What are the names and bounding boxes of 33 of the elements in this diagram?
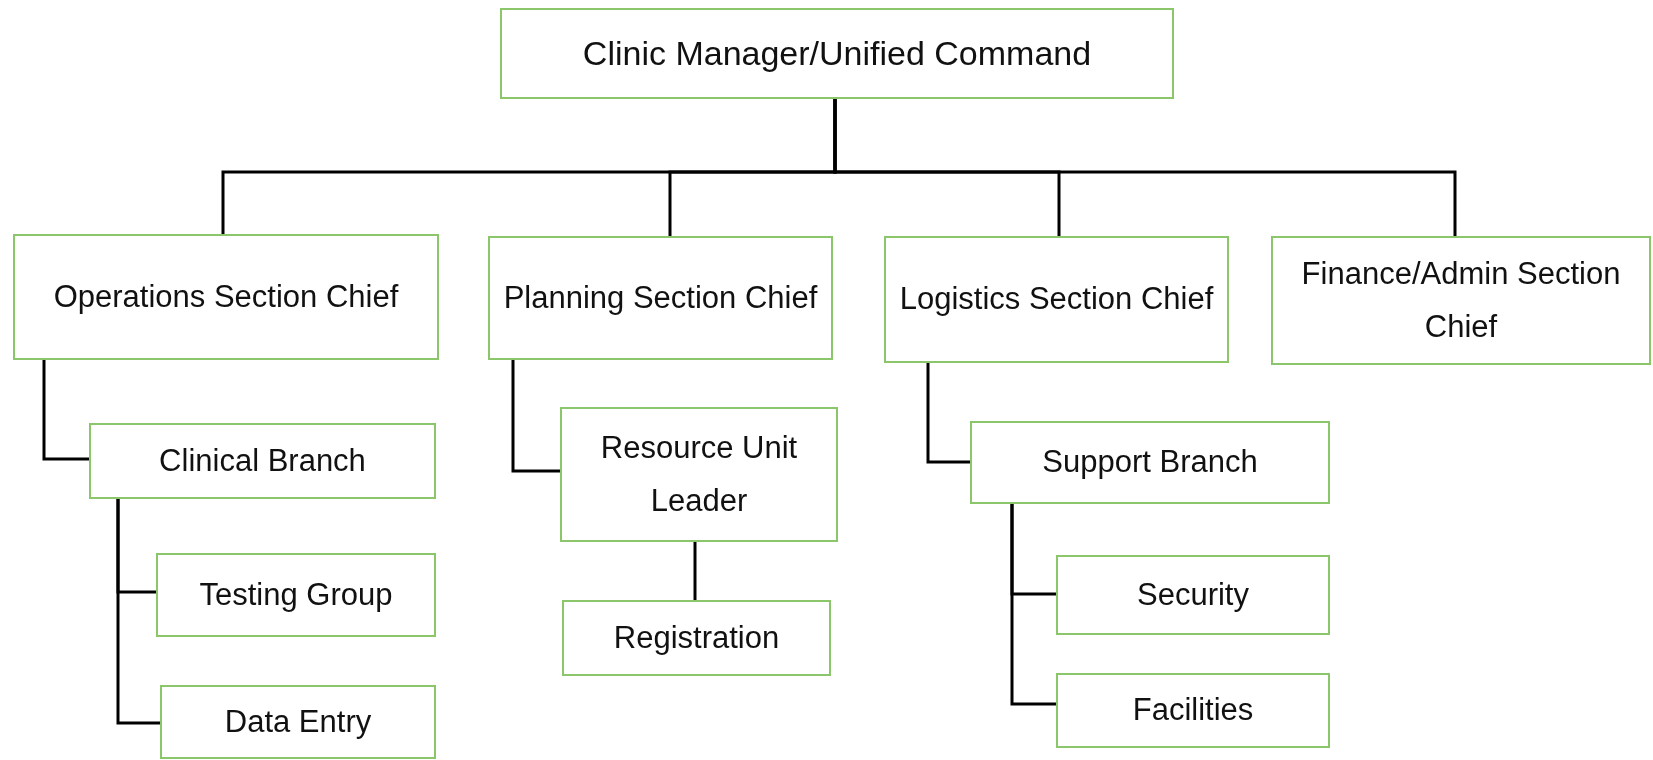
connector-line — [833, 99, 1457, 236]
role-label: Support Branch — [1041, 443, 1259, 482]
role-label: Logistics Section Chief — [898, 280, 1215, 319]
org-box — [884, 236, 1229, 363]
connector-line — [1010, 504, 1056, 706]
connector-line — [693, 542, 697, 600]
role-label: Testing Group — [198, 575, 394, 614]
role-label: Operations Section Chief — [52, 277, 400, 316]
role-label: Finance/Admin Section Chief — [1300, 254, 1622, 346]
connector-line — [42, 360, 89, 461]
org-box — [562, 600, 831, 676]
org-box — [13, 234, 439, 360]
role-label: Data Entry — [223, 702, 373, 741]
org-box — [488, 236, 833, 360]
role-label: Clinical Branch — [158, 441, 367, 480]
org-box — [1271, 236, 1651, 365]
org-box — [970, 421, 1330, 504]
org-box — [160, 685, 436, 759]
role-label: Facilities — [1131, 691, 1255, 730]
connector-line — [116, 499, 160, 725]
org-box — [89, 423, 436, 499]
connector-line — [926, 363, 970, 464]
role-label: Resource Unit Leader — [599, 428, 799, 520]
connector-line — [511, 360, 560, 473]
org-box — [500, 8, 1174, 99]
role-label: Registration — [612, 618, 781, 657]
role-label: Clinic Manager/Unified Command — [581, 32, 1093, 74]
role-label: Security — [1136, 575, 1250, 614]
org-box — [1056, 555, 1330, 635]
role-label: Planning Section Chief — [502, 278, 819, 317]
org-box — [1056, 673, 1330, 748]
org-box — [156, 553, 436, 637]
org-box — [560, 407, 838, 542]
